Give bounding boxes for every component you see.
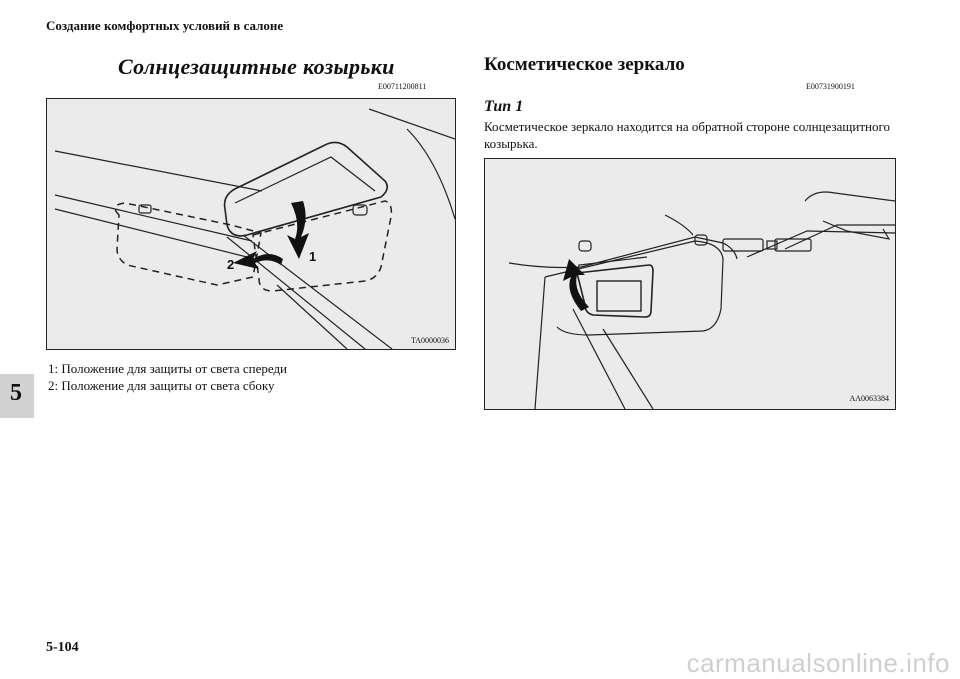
page-number: 5-104 bbox=[46, 640, 79, 655]
watermark: carmanualsonline.info bbox=[686, 648, 950, 678]
vanity-mirror-doc-code: E00731900191 bbox=[806, 82, 855, 91]
vanity-mirror-title: Косметическое зеркало bbox=[484, 54, 685, 75]
vanity-mirror-illustration: AA0063384 bbox=[484, 158, 896, 410]
sun-visors-doc-code: E00711200811 bbox=[378, 82, 427, 91]
type-label: Тип 1 bbox=[484, 98, 524, 115]
sun-visor-legend: 1: Положение для защиты от света спереди… bbox=[48, 360, 287, 394]
legend-item-2: 2: Положение для защиты от света сбоку bbox=[48, 378, 275, 393]
sun-visor-image-code: TA0000036 bbox=[410, 336, 449, 345]
legend-item-1: 1: Положение для защиты от света спереди bbox=[48, 361, 288, 376]
vanity-mirror-image-code: AA0063384 bbox=[849, 394, 889, 403]
sun-visor-illustration: 1 2 TA0000036 bbox=[46, 98, 456, 350]
vanity-mirror-description: Косметическое зеркало находится на обрат… bbox=[484, 119, 890, 151]
sun-visors-title: Солнцезащитные козырьки bbox=[118, 54, 395, 79]
callout-2: 2 bbox=[227, 257, 234, 272]
chapter-tab bbox=[0, 374, 34, 418]
section-header: Создание комфортных условий в салоне bbox=[46, 18, 284, 33]
chapter-number: 5 bbox=[10, 380, 22, 406]
vanity-mirror-drawing bbox=[508, 191, 895, 409]
callout-1: 1 bbox=[309, 249, 316, 264]
sun-visor-drawing: 1 2 bbox=[54, 108, 455, 349]
